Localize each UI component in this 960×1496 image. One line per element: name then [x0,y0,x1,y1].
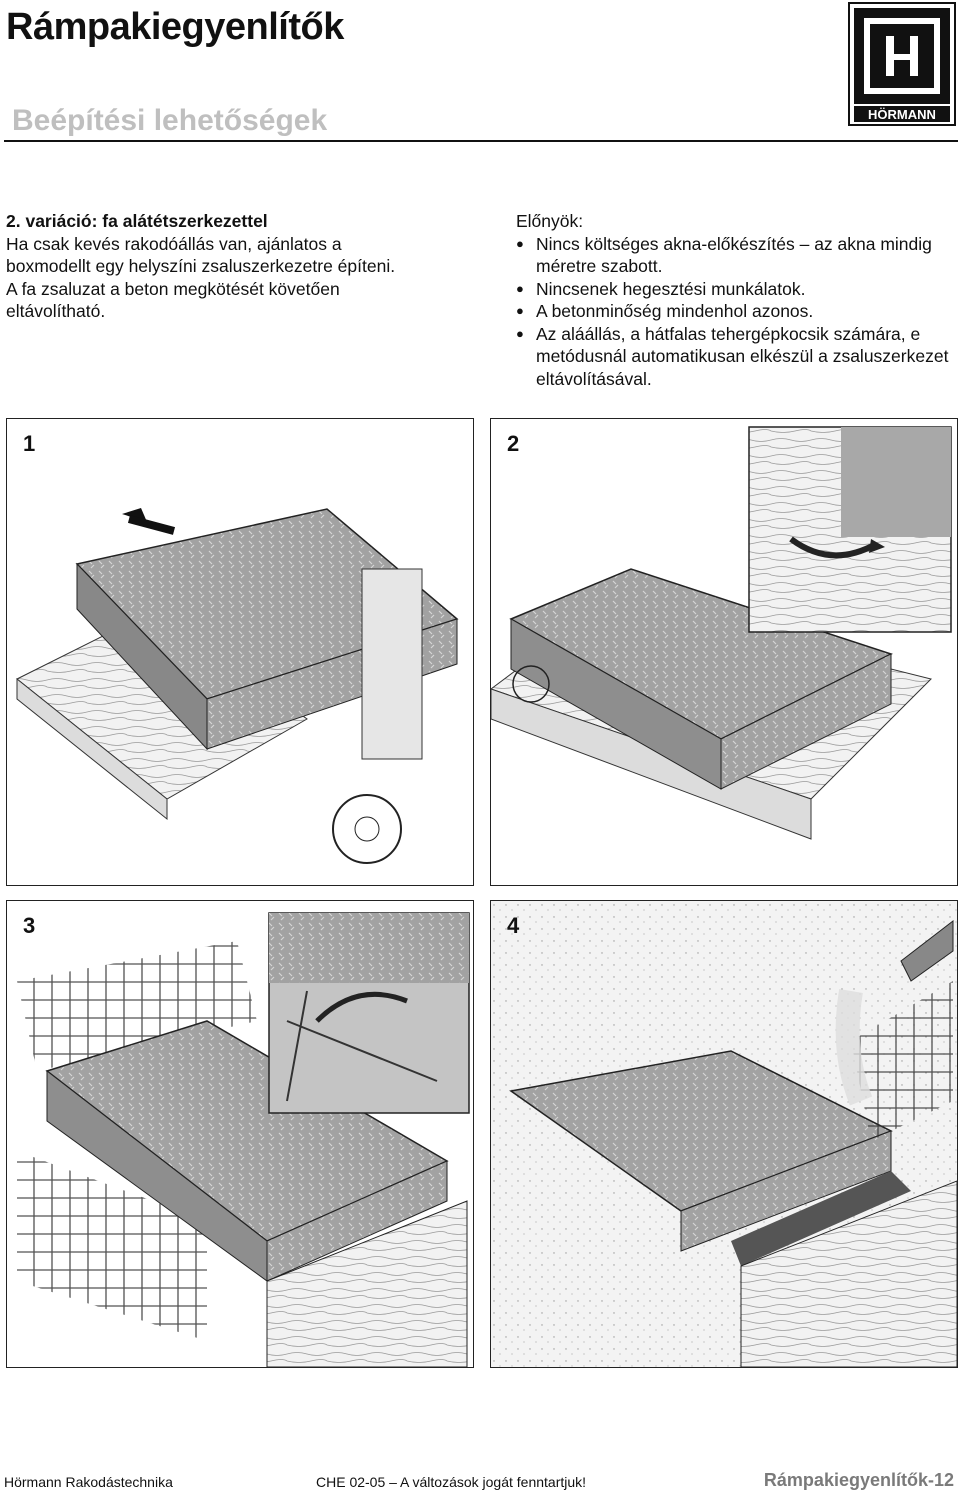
footer-page-label: Rámpakiegyenlítők-12 [763,1470,954,1490]
step-number: 2 [507,431,520,456]
advantage-item: Az aláállás, a hátfalas tehergépkocsik s… [516,323,956,391]
step-number: 1 [23,431,36,456]
intro-line: eltávolítható. [6,301,106,321]
footer-document-code: CHE 02-05 – A változások jogát fenntartj… [316,1474,587,1490]
advantage-item: Nincsenek hegesztési munkálatok. [516,278,956,301]
intro-text: 2. variáció: fa alátétszerkezettel Ha cs… [6,210,476,323]
advantage-item: A betonminőség mindenhol azonos. [516,300,956,323]
intro-line: boxmodellt egy helyszíni zsaluszerkezetr… [6,256,396,276]
step-number: 4 [507,913,520,938]
advantages-list: Előnyök: Nincs költséges akna-előkészíté… [516,210,956,390]
step-3-illustration: 3 [6,900,474,1368]
page-title: Rámpakiegyenlítők [6,6,344,48]
intro-heading: 2. variáció: fa alátétszerkezettel [6,211,268,231]
step-2-illustration: 2 [490,418,958,886]
step-4-illustration: 4 [490,900,958,1368]
intro-line: A fa zsaluzat a beton megkötését követőe… [6,278,340,299]
logo-wordmark: HÖRMANN [868,107,936,122]
footer-company: Hörmann Rakodástechnika [4,1474,173,1490]
advantage-item: Nincs költséges akna-előkészítés – az ak… [516,233,956,278]
advantages-heading: Előnyök: [516,211,584,231]
intro-line: Ha csak kevés rakodóállás van, ajánlatos… [6,233,342,254]
step-1-illustration: 1 [6,418,474,886]
page-subtitle: Beépítési lehetőségek [12,104,328,137]
hormann-logo: HÖRMANN [848,2,956,126]
header-divider [4,140,958,142]
step-number: 3 [23,913,36,938]
